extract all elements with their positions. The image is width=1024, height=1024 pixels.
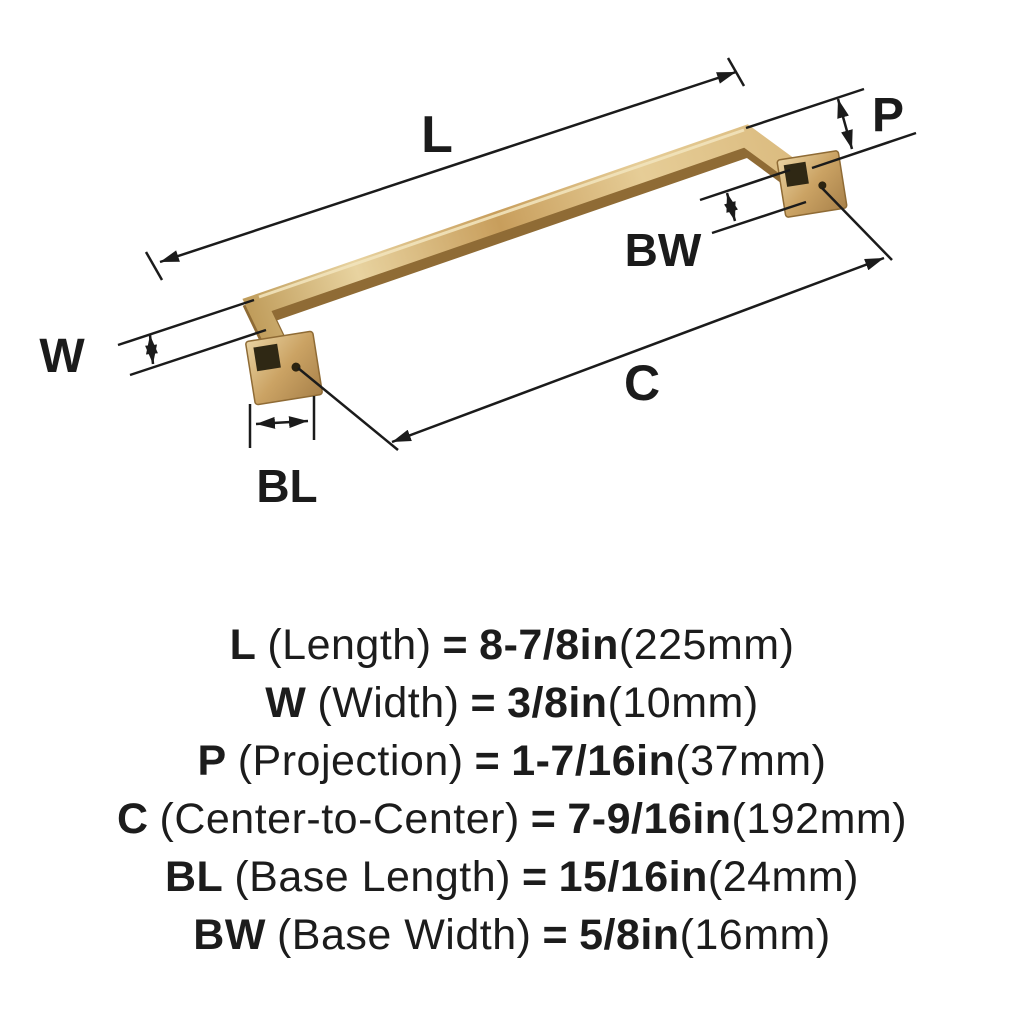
dim-label-W: W xyxy=(39,330,85,383)
legend-value: 1-7/16in xyxy=(511,737,676,785)
dim-label-BL: BL xyxy=(256,460,317,512)
dimension-line-BL xyxy=(248,396,316,448)
dim-label-C: C xyxy=(624,355,660,411)
legend-row-base-width: BW(Base Width)=5/8in(16mm) xyxy=(0,906,1024,964)
legend-symbol: W xyxy=(265,679,307,727)
legend-row-length: L(Length)=8-7/8in(225mm) xyxy=(0,616,1024,674)
dimension-legend: L(Length)=8-7/8in(225mm) W(Width)=3/8in(… xyxy=(0,616,1024,964)
legend-equals: = xyxy=(530,795,557,843)
legend-name: (Length) xyxy=(267,621,432,669)
legend-symbol: L xyxy=(229,621,257,669)
legend-metric: (24mm) xyxy=(707,853,859,901)
legend-name: (Base Length) xyxy=(234,853,511,901)
handle-left-base xyxy=(245,330,323,406)
right-screw-hole xyxy=(818,181,827,190)
legend-value: 7-9/16in xyxy=(567,795,732,843)
legend-value: 5/8in xyxy=(579,911,680,959)
legend-row-width: W(Width)=3/8in(10mm) xyxy=(0,674,1024,732)
legend-equals: = xyxy=(542,911,569,959)
dimension-line-P xyxy=(745,87,917,170)
legend-equals: = xyxy=(521,853,548,901)
handle-dimension-diagram: L W P C BL BW xyxy=(39,57,917,512)
dim-label-BW: BW xyxy=(625,224,702,276)
handle-bar xyxy=(242,124,821,360)
handle-illustration xyxy=(242,124,848,406)
handle-right-base xyxy=(776,150,848,218)
dimension-line-C xyxy=(297,187,893,451)
dim-label-P: P xyxy=(872,89,904,142)
legend-symbol: BW xyxy=(193,911,266,959)
legend-metric: (37mm) xyxy=(675,737,827,785)
legend-value: 3/8in xyxy=(507,679,608,727)
legend-row-center-to-center: C(Center-to-Center)=7-9/16in(192mm) xyxy=(0,790,1024,848)
legend-row-base-length: BL(Base Length)=15/16in(24mm) xyxy=(0,848,1024,906)
legend-value: 8-7/8in xyxy=(479,621,619,669)
legend-equals: = xyxy=(474,737,501,785)
legend-value: 15/16in xyxy=(558,853,708,901)
legend-symbol: P xyxy=(197,737,227,785)
legend-metric: (192mm) xyxy=(731,795,908,843)
dimension-line-W xyxy=(117,298,267,377)
legend-symbol: C xyxy=(116,795,149,843)
legend-name: (Center-to-Center) xyxy=(159,795,520,843)
legend-name: (Width) xyxy=(317,679,460,727)
legend-metric: (16mm) xyxy=(679,911,831,959)
legend-name: (Base Width) xyxy=(276,911,532,959)
dim-label-L: L xyxy=(421,106,453,164)
dimension-lines xyxy=(117,57,917,451)
legend-symbol: BL xyxy=(164,853,224,901)
legend-metric: (225mm) xyxy=(618,621,795,669)
legend-metric: (10mm) xyxy=(607,679,759,727)
dimension-line-BW xyxy=(699,168,807,235)
handle-bar-shadow xyxy=(242,130,825,369)
legend-name: (Projection) xyxy=(237,737,464,785)
left-base-recess xyxy=(253,343,281,372)
legend-row-projection: P(Projection)=1-7/16in(37mm) xyxy=(0,732,1024,790)
legend-equals: = xyxy=(470,679,497,727)
legend-equals: = xyxy=(442,621,469,669)
dimension-line-L xyxy=(144,57,746,281)
right-base-recess xyxy=(783,161,809,187)
